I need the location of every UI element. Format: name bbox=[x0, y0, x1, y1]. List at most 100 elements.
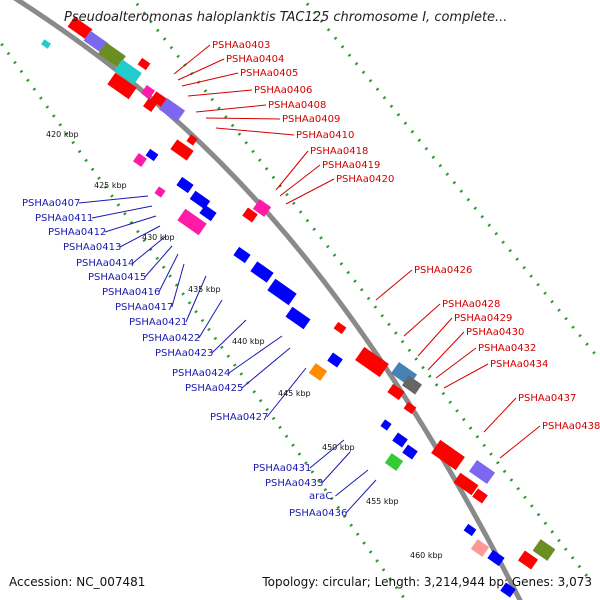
gene-feature bbox=[242, 207, 258, 223]
leader-line bbox=[181, 72, 239, 87]
gene-feature bbox=[402, 444, 418, 460]
leader-line bbox=[177, 58, 225, 81]
gene-feature bbox=[177, 208, 207, 236]
accession-text: Accession: NC_007481 bbox=[9, 575, 146, 589]
gene-feature bbox=[141, 85, 155, 99]
gene-feature bbox=[472, 488, 488, 504]
gene-feature bbox=[403, 401, 417, 415]
gene-feature bbox=[487, 549, 505, 567]
page-title: Pseudoalteromonas haloplanktis TAC125 ch… bbox=[64, 10, 508, 25]
label-leader-lines bbox=[78, 44, 541, 514]
gene-feature bbox=[355, 346, 389, 378]
leader-line bbox=[91, 205, 153, 219]
gene-feature bbox=[133, 153, 147, 167]
gene-label-reverse: PSHAa0411 bbox=[35, 213, 93, 224]
leader-line bbox=[241, 347, 291, 389]
gene-feature bbox=[158, 97, 186, 123]
leader-line bbox=[309, 439, 345, 469]
gene-feature bbox=[83, 30, 109, 54]
gene-features bbox=[41, 16, 556, 598]
scale-tick-label: 450 kbp bbox=[322, 443, 355, 452]
gene-label-forward: PSHAa0426 bbox=[414, 265, 472, 276]
leader-line bbox=[403, 303, 441, 337]
gene-feature bbox=[233, 246, 251, 264]
gene-feature bbox=[285, 306, 311, 330]
gene-feature bbox=[41, 39, 51, 49]
gene-feature bbox=[387, 383, 405, 401]
gene-feature bbox=[267, 278, 297, 306]
gene-feature bbox=[189, 190, 211, 210]
gene-feature bbox=[470, 539, 490, 557]
leader-line bbox=[279, 164, 321, 197]
gene-label-forward: PSHAa0418 bbox=[310, 146, 368, 157]
gene-label-reverse: PSHAa0416 bbox=[102, 287, 160, 298]
gene-feature bbox=[463, 523, 477, 537]
gene-label-reverse: PSHAa0424 bbox=[172, 368, 230, 379]
gene-feature bbox=[384, 453, 404, 471]
leader-line bbox=[345, 479, 377, 514]
leader-line bbox=[335, 469, 369, 497]
leader-line bbox=[185, 275, 207, 323]
gene-label-forward: PSHAa0403 bbox=[212, 40, 270, 51]
gene-feature bbox=[250, 261, 274, 283]
gene-label-reverse: PSHAa0414 bbox=[76, 258, 134, 269]
gene-feature bbox=[402, 375, 422, 395]
gene-feature bbox=[468, 459, 496, 485]
leader-line bbox=[375, 269, 413, 301]
leader-line bbox=[443, 363, 489, 389]
gene-label-forward: PSHAa0410 bbox=[296, 130, 354, 141]
scale-tick-label: 435 kbp bbox=[188, 285, 221, 294]
gene-label-forward: PSHAa0428 bbox=[442, 299, 500, 310]
scale-tick-label: 430 kbp bbox=[142, 233, 175, 242]
leader-line bbox=[144, 245, 173, 278]
gene-feature bbox=[500, 582, 516, 598]
gene-label-reverse: PSHAa0417 bbox=[115, 302, 173, 313]
gene-label-forward: PSHAa0429 bbox=[454, 313, 512, 324]
leader-line bbox=[195, 104, 267, 113]
gene-label-forward: PSHAa0438 bbox=[542, 421, 600, 432]
gene-label-reverse: PSHAa0423 bbox=[155, 348, 213, 359]
gene-label-forward: PSHAa0419 bbox=[322, 160, 380, 171]
leader-line bbox=[211, 319, 247, 354]
gene-feature bbox=[392, 432, 408, 448]
chromosome-backbone bbox=[13, 0, 523, 600]
gene-feature bbox=[67, 16, 93, 40]
gene-label-reverse: PSHAa0415 bbox=[88, 272, 146, 283]
leader-line bbox=[104, 215, 157, 233]
gene-label-reverse: PSHAa0412 bbox=[48, 227, 106, 238]
gene-feature bbox=[380, 419, 392, 431]
scale-tick-label: 445 kbp bbox=[278, 389, 311, 398]
gene-label-reverse: araC bbox=[309, 491, 332, 502]
gene-label-reverse: PSHAa0427 bbox=[210, 412, 268, 423]
gene-feature bbox=[333, 321, 347, 335]
gene-feature bbox=[431, 439, 465, 471]
gene-feature bbox=[154, 186, 166, 198]
leader-line bbox=[78, 195, 149, 204]
gene-feature bbox=[453, 472, 479, 496]
leader-line bbox=[132, 235, 167, 264]
gene-labels: PSHAa0403PSHAa0404PSHAa0405PSHAa0406PSHA… bbox=[22, 40, 600, 519]
gene-label-forward: PSHAa0430 bbox=[466, 327, 524, 338]
leader-line bbox=[228, 335, 283, 374]
gene-feature bbox=[114, 59, 142, 85]
gene-label-reverse: PSHAa0433 bbox=[265, 478, 323, 489]
leader-line bbox=[119, 225, 161, 248]
gene-label-forward: PSHAa0404 bbox=[226, 54, 284, 65]
leader-line bbox=[499, 425, 541, 459]
gene-label-reverse: PSHAa0422 bbox=[142, 333, 200, 344]
gene-label-forward: PSHAa0408 bbox=[268, 100, 326, 111]
leader-line bbox=[417, 317, 453, 357]
gene-feature bbox=[107, 72, 137, 100]
gene-feature bbox=[143, 98, 157, 112]
leader-line bbox=[321, 451, 351, 484]
leader-line bbox=[187, 89, 253, 97]
gene-feature bbox=[532, 539, 556, 561]
gene-feature bbox=[327, 352, 343, 368]
scale-tick-label: 440 kbp bbox=[232, 337, 265, 346]
leader-line bbox=[266, 367, 307, 418]
gene-feature bbox=[170, 139, 194, 161]
gene-label-reverse: PSHAa0407 bbox=[22, 198, 80, 209]
